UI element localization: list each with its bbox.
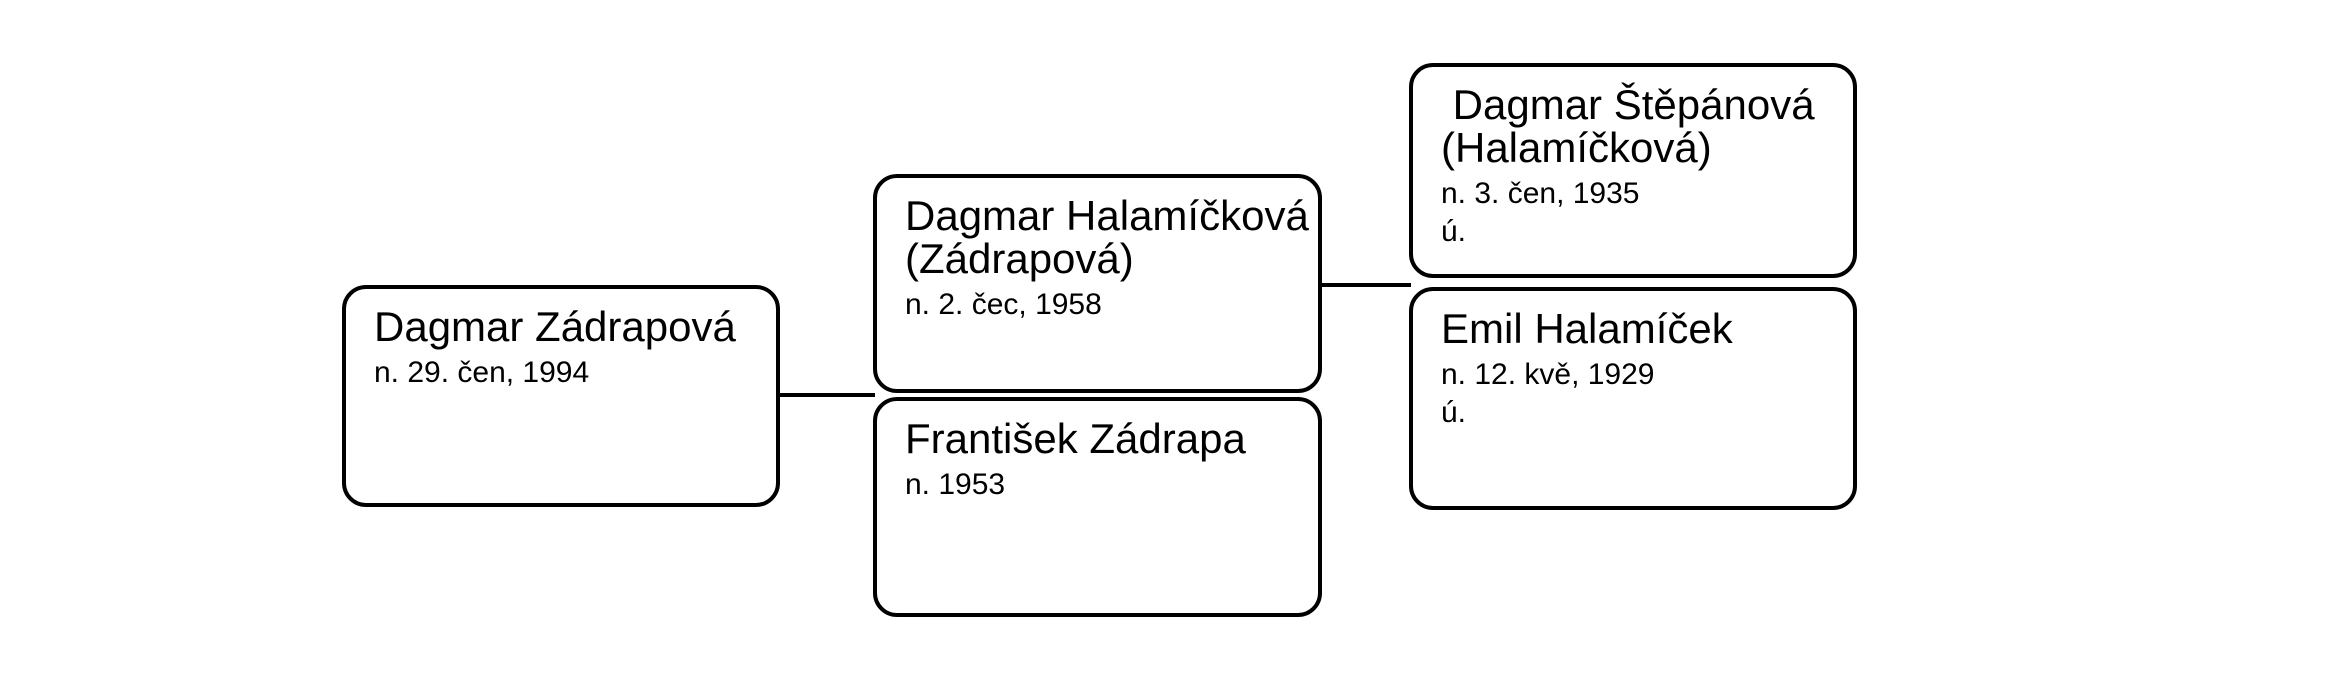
person-name: Emil Halamíček: [1441, 307, 1833, 350]
person-box-dagmar-halamickova[interactable]: Dagmar Halamíčková (Zádrapová) n. 2. čec…: [873, 174, 1322, 393]
person-name: Dagmar Halamíčková (Zádrapová): [905, 192, 1309, 282]
person-details: n. 12. kvě, 1929 ú.: [1441, 356, 1833, 432]
person-details: n. 1953: [905, 466, 1298, 504]
person-name-line: Dagmar Halamíčková: [905, 192, 1309, 239]
person-maiden-name-line: (Zádrapová): [905, 235, 1134, 282]
birth-date-text: n. 3. čen, 1935: [1441, 177, 1640, 210]
connector-mother-to-grandparents: [1320, 283, 1411, 287]
death-date-text: ú.: [1441, 215, 1467, 248]
person-box-dagmar-stepanova[interactable]: Dagmar Štěpánová (Halamíčková) n. 3. čen…: [1409, 63, 1857, 278]
person-name-line: Dagmar Zádrapová: [374, 303, 736, 350]
person-box-dagmar-zadrapova[interactable]: Dagmar Zádrapová n. 29. čen, 1994: [342, 285, 780, 507]
person-box-frantisek-zadrapa[interactable]: František Zádrapa n. 1953: [873, 397, 1322, 617]
birth-date-text: n. 1953: [905, 468, 1006, 501]
person-details: n. 2. čec, 1958: [905, 286, 1298, 324]
death-date-text: ú.: [1441, 396, 1467, 429]
person-name: František Zádrapa: [905, 417, 1298, 460]
birth-date-text: n. 29. čen, 1994: [374, 356, 590, 389]
birth-date-text: n. 2. čec, 1958: [905, 288, 1102, 321]
person-maiden-name-line: (Halamíčková): [1441, 124, 1712, 171]
person-box-emil-halamicek[interactable]: Emil Halamíček n. 12. kvě, 1929 ú.: [1409, 287, 1857, 510]
connector-child-to-parents: [778, 393, 875, 397]
person-name: Dagmar Zádrapová: [374, 305, 756, 348]
person-name-line: Emil Halamíček: [1441, 305, 1733, 352]
person-name-line: Dagmar Štěpánová: [1441, 81, 1815, 128]
person-name: Dagmar Štěpánová (Halamíčková): [1441, 83, 1833, 169]
birth-date-text: n. 12. kvě, 1929: [1441, 358, 1655, 391]
person-details: n. 29. čen, 1994: [374, 354, 756, 392]
person-name-line: František Zádrapa: [905, 415, 1246, 462]
person-details: n. 3. čen, 1935 ú.: [1441, 175, 1833, 251]
